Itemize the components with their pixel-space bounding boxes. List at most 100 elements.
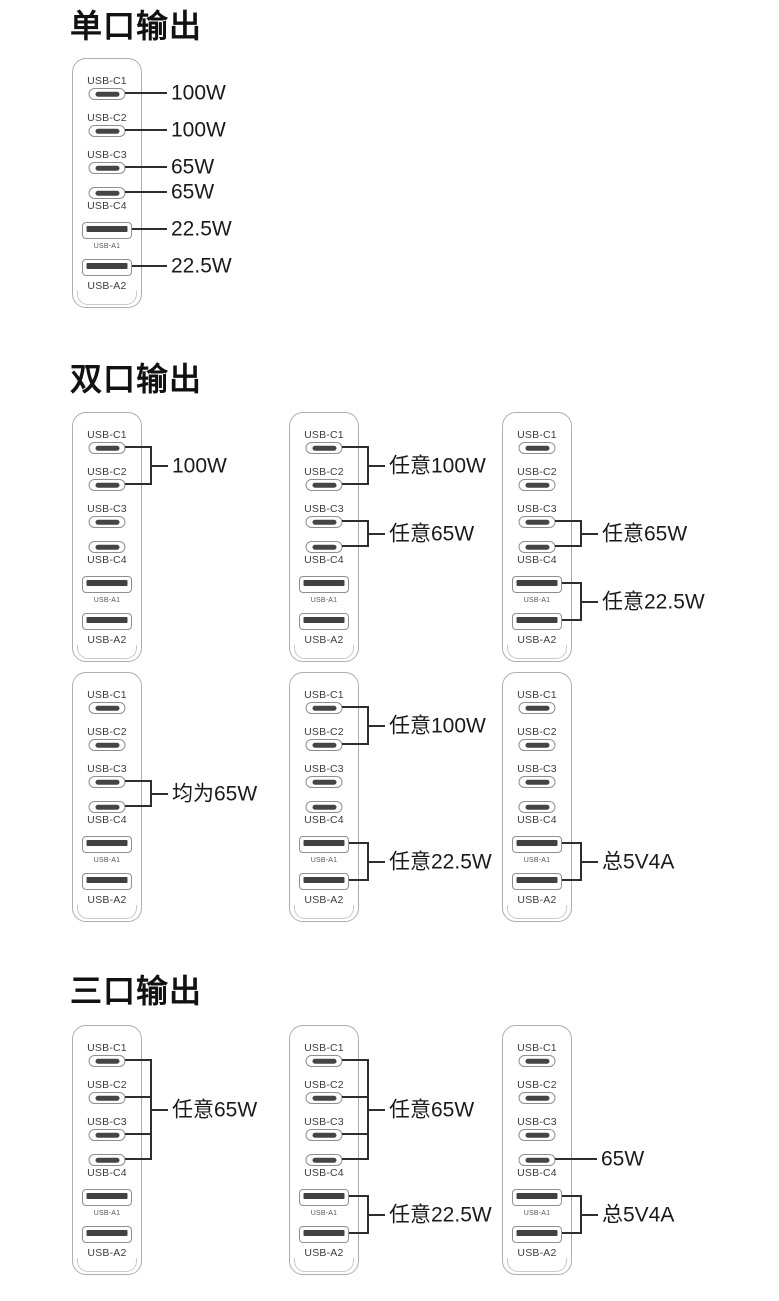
usb-c1-port-label: USB-C1 <box>304 1042 344 1054</box>
bracket-tick-line <box>125 780 152 782</box>
usb-c3-port-label: USB-C3 <box>87 149 127 161</box>
bracket-connector-line <box>580 600 598 603</box>
power-annotation-label: 100W <box>171 118 226 142</box>
bracket-tick-line <box>125 483 152 485</box>
usb-c3-port-label: USB-C3 <box>87 1116 127 1128</box>
power-annotation-label: 均为65W <box>172 781 258 805</box>
bracket-tick-line <box>342 1096 369 1098</box>
usb-a2-port <box>82 1226 132 1243</box>
pointer-line <box>125 129 167 131</box>
bracket-tick-line <box>342 520 369 522</box>
pointer-line <box>132 265 167 267</box>
bracket-tick-line <box>349 1195 369 1197</box>
bracket-connector-line <box>580 1213 598 1216</box>
usb-a1-pin <box>303 1193 345 1199</box>
charger-base-seam <box>294 1258 354 1272</box>
charger-base-seam <box>507 645 567 659</box>
charger-device-dual-4: USB-C1 USB-C2 USB-C3 USB-C4 USB-A1 USB-A… <box>72 672 142 922</box>
power-annotation-label: 任意65W <box>389 1097 475 1121</box>
usb-c2-pin <box>312 1095 336 1101</box>
bracket-tick-line <box>125 805 152 807</box>
charger-device-triple-3: USB-C1 USB-C2 USB-C3 USB-C4 USB-A1 USB-A… <box>502 1025 572 1275</box>
bracket-tick-line <box>562 1195 582 1197</box>
power-annotation-label: 任意65W <box>602 521 688 545</box>
power-annotation-label: 100W <box>172 453 227 477</box>
charger-base-seam <box>294 645 354 659</box>
usb-a2-port-label: USB-A2 <box>517 1247 557 1259</box>
usb-a1-port-label: USB-A1 <box>523 857 551 864</box>
usb-a2-pin <box>303 1230 345 1236</box>
charger-base-seam <box>77 1258 137 1272</box>
bracket-connector-line <box>367 860 385 863</box>
bracket-tick-line <box>562 619 582 621</box>
usb-c4-port <box>518 801 556 813</box>
bracket-tick-line <box>342 1133 369 1135</box>
power-annotation-label: 任意100W <box>389 453 486 477</box>
usb-c2-port-label: USB-C2 <box>87 726 127 738</box>
bracket-tick-line <box>555 520 582 522</box>
usb-c4-pin <box>95 544 119 550</box>
usb-c1-port-label: USB-C1 <box>517 429 557 441</box>
usb-a2-port-label: USB-A2 <box>517 894 557 906</box>
usb-a2-port <box>512 613 562 630</box>
usb-a2-port <box>299 613 349 630</box>
usb-a2-port-label: USB-A2 <box>87 1247 127 1259</box>
usb-c2-port <box>305 739 343 751</box>
bracket-tick-line <box>562 842 582 844</box>
usb-c2-pin <box>525 482 549 488</box>
usb-a2-pin <box>86 617 128 623</box>
usb-a1-port <box>299 836 349 853</box>
bracket-tick-line <box>342 743 369 745</box>
section-title-single-port-output: 单口输出 <box>70 8 203 44</box>
power-annotation-label: 总5V4A <box>602 849 675 873</box>
usb-a2-port-label: USB-A2 <box>87 280 127 292</box>
usb-c2-pin <box>95 1095 119 1101</box>
bracket-tick-line <box>342 1059 369 1061</box>
usb-c1-port-label: USB-C1 <box>87 1042 127 1054</box>
usb-c3-port-label: USB-C3 <box>517 503 557 515</box>
usb-c4-port-label: USB-C4 <box>517 554 557 566</box>
usb-c2-pin <box>525 1095 549 1101</box>
usb-c4-pin <box>312 804 336 810</box>
charger-device-dual-2: USB-C1 USB-C2 USB-C3 USB-C4 USB-A1 USB-A… <box>289 412 359 662</box>
usb-c1-port <box>305 442 343 454</box>
bracket-tick-line <box>342 1158 369 1160</box>
usb-a1-pin <box>303 840 345 846</box>
bracket-connector-line <box>150 1108 168 1111</box>
usb-c4-port <box>305 541 343 553</box>
usb-c3-pin <box>525 1132 549 1138</box>
usb-c2-port-label: USB-C2 <box>304 726 344 738</box>
usb-c1-port-label: USB-C1 <box>517 1042 557 1054</box>
charger-device-dual-3: USB-C1 USB-C2 USB-C3 USB-C4 USB-A1 USB-A… <box>502 412 572 662</box>
usb-a1-port <box>299 1189 349 1206</box>
charger-device-dual-5: USB-C1 USB-C2 USB-C3 USB-C4 USB-A1 USB-A… <box>289 672 359 922</box>
usb-a1-port-label: USB-A1 <box>93 597 121 604</box>
usb-c1-pin <box>312 1058 336 1064</box>
usb-c4-pin <box>525 1157 549 1163</box>
bracket-tick-line <box>125 1059 152 1061</box>
charger-device-dual-6: USB-C1 USB-C2 USB-C3 USB-C4 USB-A1 USB-A… <box>502 672 572 922</box>
usb-c3-pin <box>312 519 336 525</box>
usb-c1-pin <box>95 445 119 451</box>
usb-c4-port <box>88 1154 126 1166</box>
usb-c3-port-label: USB-C3 <box>517 763 557 775</box>
usb-c3-port <box>305 776 343 788</box>
usb-c2-port-label: USB-C2 <box>87 112 127 124</box>
usb-c4-port-label: USB-C4 <box>304 1167 344 1179</box>
usb-c1-pin <box>95 91 119 97</box>
usb-c2-port <box>88 479 126 491</box>
usb-c1-port-label: USB-C1 <box>517 689 557 701</box>
usb-c3-port-label: USB-C3 <box>304 503 344 515</box>
bracket-connector-line <box>580 532 598 535</box>
usb-c3-port-label: USB-C3 <box>87 503 127 515</box>
charger-device-single-1: USB-C1 USB-C2 USB-C3 USB-C4 USB-A1 USB-A… <box>72 58 142 308</box>
usb-c3-pin <box>95 1132 119 1138</box>
power-annotation-label: 任意22.5W <box>389 849 492 873</box>
usb-a2-pin <box>516 1230 558 1236</box>
usb-a1-port <box>299 576 349 593</box>
pointer-line <box>125 191 167 193</box>
power-annotation-label: 任意65W <box>389 521 475 545</box>
bracket-connector-line <box>150 464 168 467</box>
usb-c4-pin <box>95 1157 119 1163</box>
usb-a1-port-label: USB-A1 <box>523 1210 551 1217</box>
